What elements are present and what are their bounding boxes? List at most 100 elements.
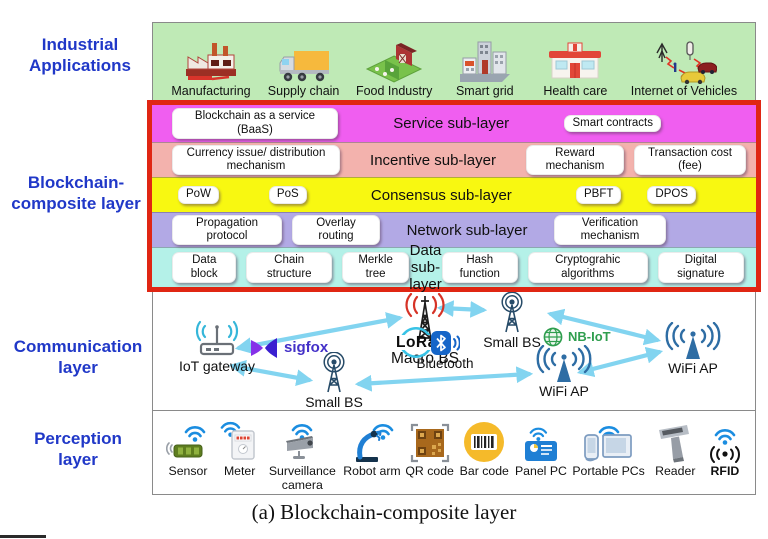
perception-portable-pcs: Portable PCs xyxy=(570,417,648,479)
sublayer-title: Network sub-layer xyxy=(406,221,528,239)
perception-reader: Reader xyxy=(648,417,702,479)
comm-node-sigfox: sigfox xyxy=(249,336,328,360)
component-box-currency-issue-distribution-mechanism: Currency issue/ distribution mechanism xyxy=(172,144,340,176)
meter-icon-wrap xyxy=(220,417,260,463)
wifi-ap-icon xyxy=(664,322,722,360)
component-box-overlay-routing: Overlay routing xyxy=(292,214,380,246)
perception-robot-arm: Robot arm xyxy=(341,417,403,479)
perception-label: QR code xyxy=(405,464,454,478)
comm-label-wifi-ap-bottom: WiFi AP xyxy=(539,383,589,399)
truck-icon xyxy=(277,46,331,84)
smart-city-icon xyxy=(458,40,512,84)
truck-icon-wrap xyxy=(277,38,331,84)
surveillance-camera-icon xyxy=(279,421,325,463)
nb-iot-logo xyxy=(543,327,563,347)
farm-icon-wrap xyxy=(365,38,423,84)
comm-label-wifi-ap-right: WiFi AP xyxy=(668,360,718,376)
application-label: Food Industry xyxy=(355,83,433,98)
comm-node-wifi-ap-right: WiFi AP xyxy=(661,322,725,376)
application-label: Smart grid xyxy=(455,83,514,98)
rfid-icon-wrap xyxy=(703,417,747,463)
qr-code-icon-wrap xyxy=(410,417,450,463)
perception-label: RFID xyxy=(710,464,740,478)
lora-arc-down xyxy=(399,350,433,359)
farm-icon xyxy=(365,42,423,84)
component-box-cryptograhic-algorithms: Cryptograhic algorithms xyxy=(527,252,648,283)
rfid-icon xyxy=(703,426,747,463)
panel-pc-icon xyxy=(521,425,561,463)
reader-icon xyxy=(653,421,697,463)
sublayer-right-boxes: Hash function Cryptograhic algorithms Digi… xyxy=(441,252,744,283)
surveillance-camera-icon-wrap xyxy=(279,417,325,463)
component-box-verification-mechanism: Verification mechanism xyxy=(554,214,666,246)
application-health-care: Health care xyxy=(529,38,621,98)
perception-label: Surveillance camera xyxy=(268,464,336,492)
comm-node-iot-gateway: IoT gateway xyxy=(167,318,267,374)
communication-links xyxy=(228,300,664,392)
component-box-hash-function: Hash function xyxy=(441,252,518,283)
component-box-pos: PoS xyxy=(268,186,307,204)
application-label: Internet of Vehicles xyxy=(630,83,738,98)
sublayer-right-boxes: Verification mechanism xyxy=(554,214,666,246)
factory-icon-wrap xyxy=(183,38,239,84)
component-box-merkle-tree: Merkle tree xyxy=(341,252,410,283)
component-box-blockchain-as-a-service-baas: Blockchain as a service (BaaS) xyxy=(172,108,338,139)
application-label: Supply chain xyxy=(267,83,340,98)
comm-label-nb-iot: NB-IoT xyxy=(568,329,611,345)
factory-icon xyxy=(183,42,239,84)
meter-icon xyxy=(220,419,260,463)
perception-meter: Meter xyxy=(216,417,264,479)
perception-panel-pc: Panel PC xyxy=(513,417,569,479)
industrial-applications-band: Manufacturing Supply chain Food Industry Sm… xyxy=(152,22,756,100)
component-box-data-block: Data block xyxy=(172,252,237,283)
sublayer-left-boxes: Blockchain as a service (BaaS) xyxy=(172,108,338,139)
sensor-icon-wrap xyxy=(166,417,210,463)
robot-arm-icon xyxy=(350,421,394,463)
comm-label-bluetooth: Bluetooth xyxy=(416,356,474,371)
perception-label: Reader xyxy=(655,464,696,478)
sublayer-left-boxes: Currency issue/ distribution mechanism xyxy=(172,144,340,176)
portable-pcs-icon-wrap xyxy=(581,417,637,463)
bluetooth-icon xyxy=(430,330,460,356)
comm-label-iot-gateway: IoT gateway xyxy=(178,358,255,374)
panel-pc-icon-wrap xyxy=(521,417,561,463)
router-icon xyxy=(189,318,245,358)
bar-code-icon xyxy=(463,421,505,463)
small-bs-icon xyxy=(316,352,352,394)
blockchain-composite-box: Blockchain as a service (BaaS)Service su… xyxy=(147,100,761,293)
perception-label: Bar code xyxy=(459,464,509,478)
component-box-dpos: DPOS xyxy=(647,186,696,204)
hospital-icon xyxy=(546,42,604,84)
sensor-icon xyxy=(166,423,210,463)
comm-node-bluetooth: Bluetooth xyxy=(409,330,481,372)
comm-label-small-bs-bottom: Small BS xyxy=(305,394,363,410)
reader-icon-wrap xyxy=(653,417,697,463)
perception-label: Sensor xyxy=(168,464,208,478)
perception-qr-code: QR code xyxy=(404,417,456,479)
application-label: Manufacturing xyxy=(171,83,251,98)
side-label-perception-layer: Perception layer xyxy=(34,429,122,470)
side-label-industrial-applications: Industrial Applications xyxy=(28,35,131,76)
comm-label-small-bs-top: Small BS xyxy=(483,334,541,350)
application-smart-grid: Smart grid xyxy=(442,38,528,98)
sublayer-service-sub-layer: Blockchain as a service (BaaS)Service su… xyxy=(152,105,756,142)
perception-label: Portable PCs xyxy=(572,464,645,478)
application-label: Health care xyxy=(543,83,608,98)
comm-node-nb-iot: NB-IoT xyxy=(543,327,611,347)
sublayer-title: Data sub-layer xyxy=(409,242,442,293)
qr-code-icon xyxy=(410,423,450,463)
perception-sensor: Sensor xyxy=(161,417,215,479)
lora-arc-up xyxy=(399,326,433,335)
component-box-digital-signature: Digital signature xyxy=(657,252,744,283)
perception-bar-code: Bar code xyxy=(456,417,512,479)
